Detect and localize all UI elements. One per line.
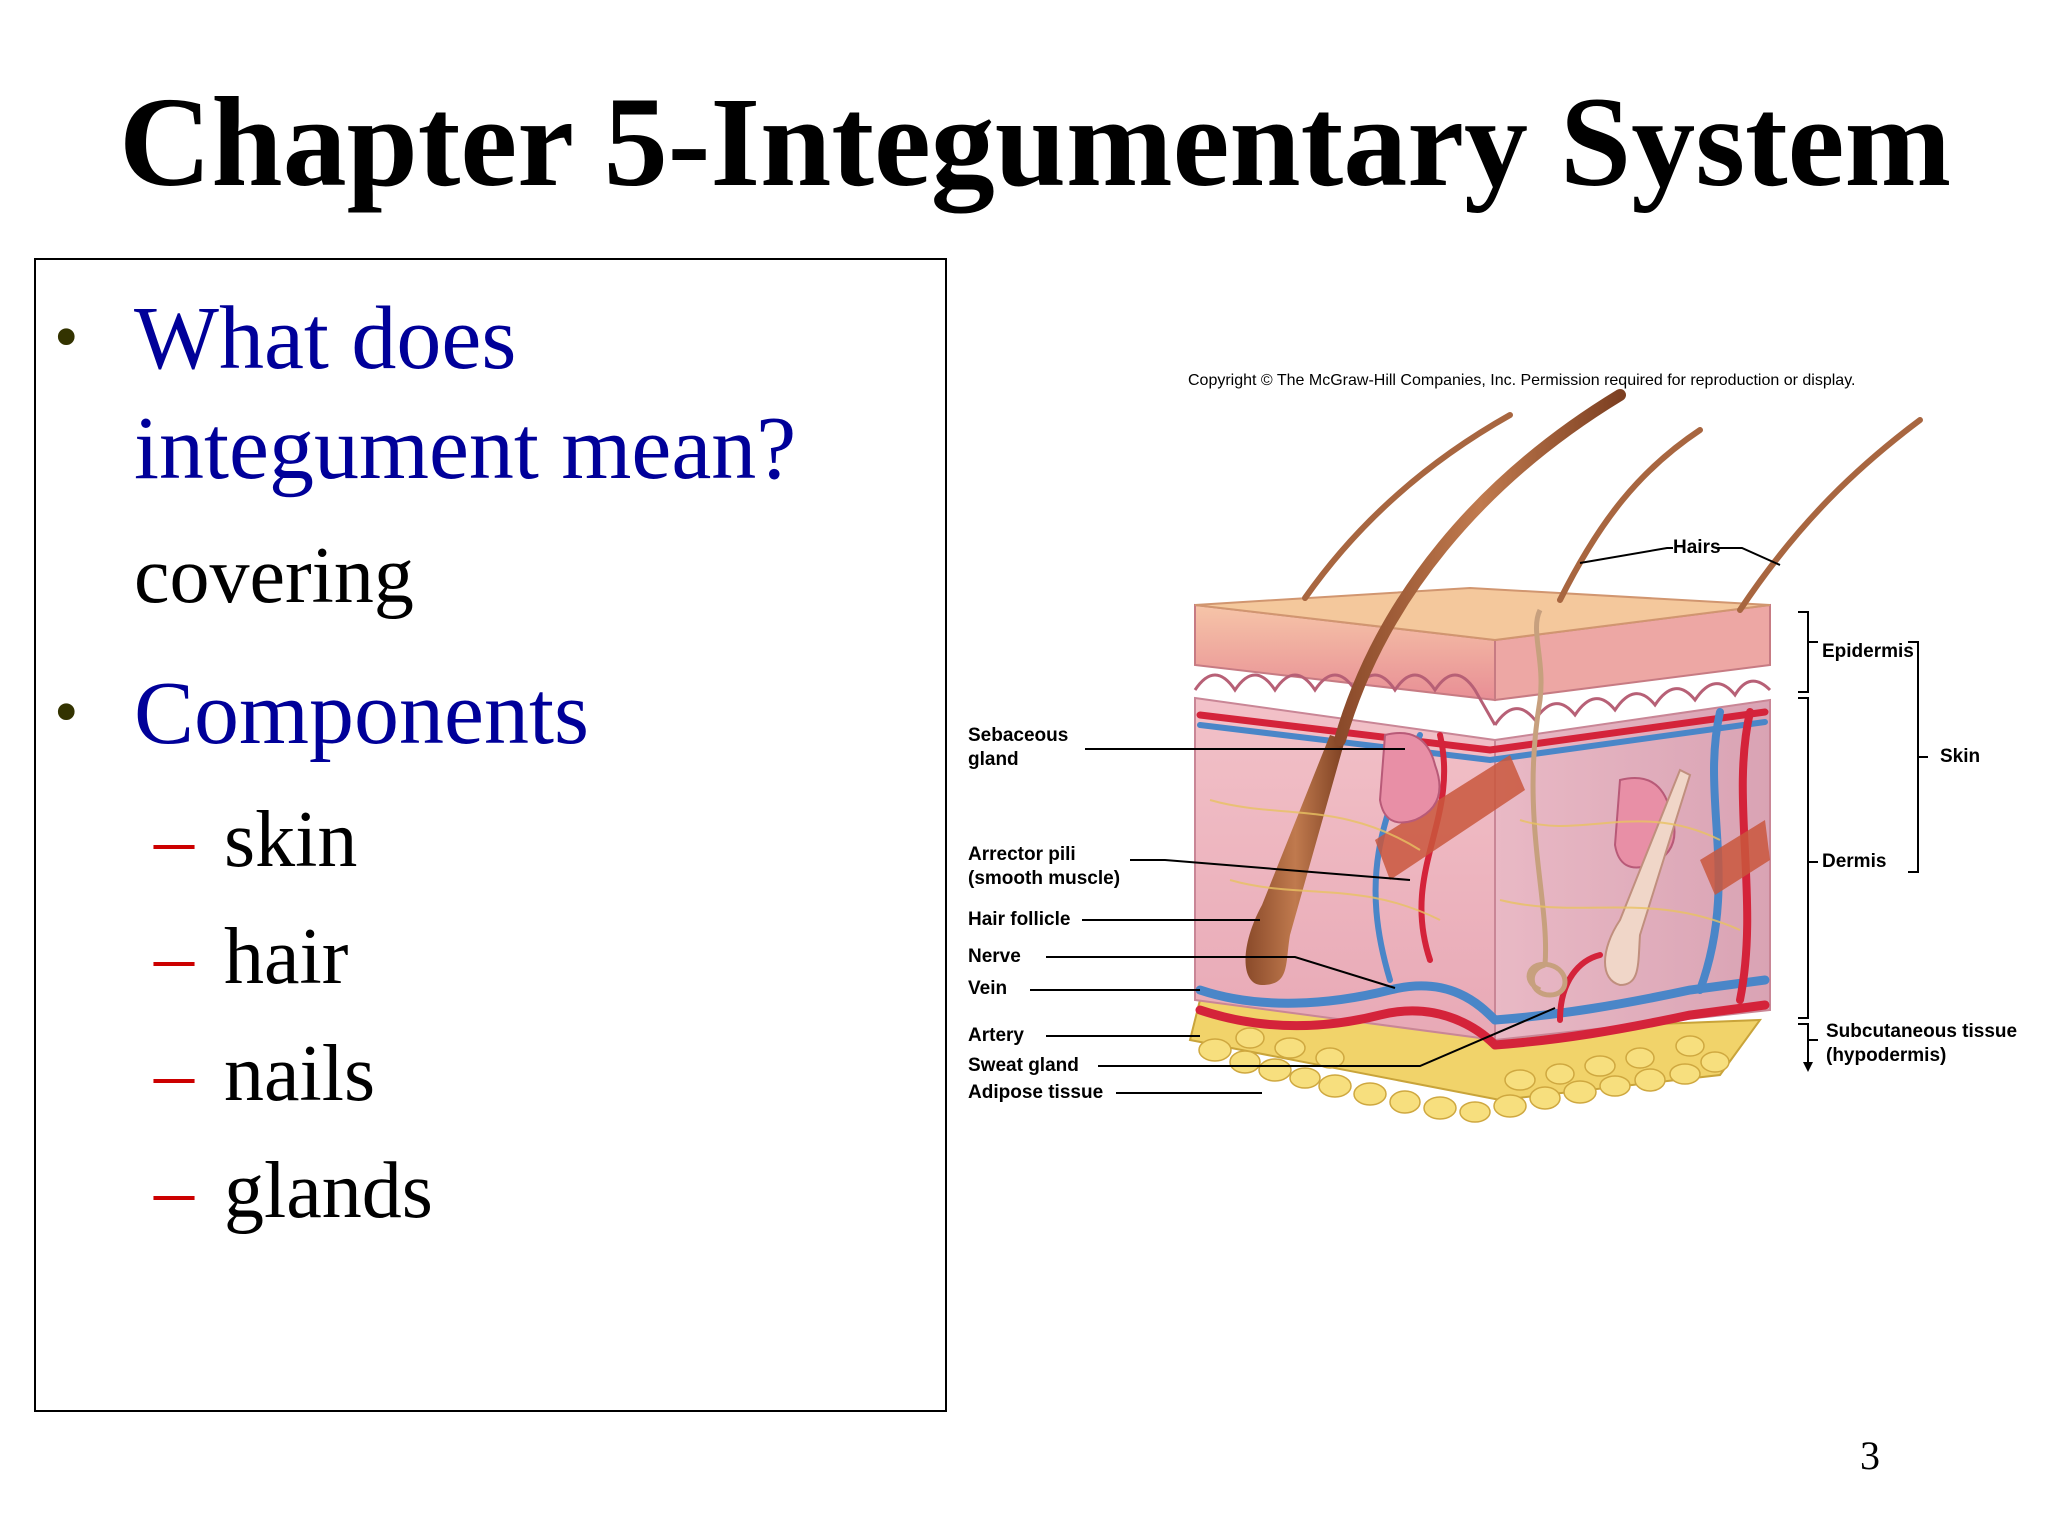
bullet-icon: • xyxy=(54,299,79,376)
label-epidermis: Epidermis xyxy=(1822,641,1914,662)
skin-diagram xyxy=(1030,389,1928,1123)
label-arrector-2: (smooth muscle) xyxy=(968,868,1121,889)
label-sebaceous-2: gland xyxy=(968,749,1019,770)
label-arrector-1: Arrector pili xyxy=(968,844,1076,865)
label-sebaceous-1: Sebaceous xyxy=(968,725,1069,746)
question-line-2: integument mean? xyxy=(134,399,797,498)
vessel-network xyxy=(1195,708,1770,1050)
label-artery: Artery xyxy=(968,1025,1024,1046)
dash-icon: – xyxy=(154,796,194,884)
page-number: 3 xyxy=(1860,1433,1880,1478)
nerve-fibers xyxy=(1209,799,1741,931)
component-item: skin xyxy=(224,796,358,884)
component-item: nails xyxy=(224,1030,376,1118)
label-nerve: Nerve xyxy=(968,946,1021,967)
question-line-1: What does xyxy=(134,289,517,388)
papillae-line xyxy=(1193,673,1497,726)
sebaceous-gland xyxy=(1378,732,1441,824)
arrector-pili-muscle xyxy=(1375,755,1525,880)
label-subcutaneous-2: (hypodermis) xyxy=(1826,1045,1947,1066)
arrow-down-icon xyxy=(1803,1062,1813,1072)
content-box: • What does integument mean? covering • … xyxy=(34,258,947,1412)
label-vein: Vein xyxy=(968,978,1008,999)
label-skin: Skin xyxy=(1940,746,1981,767)
dash-icon: – xyxy=(154,1030,194,1118)
dermis-side xyxy=(1494,698,1771,1042)
answer-text: covering xyxy=(134,532,414,620)
hairs xyxy=(1302,389,1923,746)
hair-follicle xyxy=(1245,735,1345,985)
component-item: hair xyxy=(224,913,349,1001)
label-sweat-gland: Sweat gland xyxy=(968,1055,1079,1076)
component-item: glands xyxy=(224,1147,433,1235)
label-hairs: Hairs xyxy=(1673,537,1721,558)
label-subcutaneous-1: Subcutaneous tissue xyxy=(1826,1021,2018,1042)
dash-icon: – xyxy=(154,913,194,1001)
label-adipose: Adipose tissue xyxy=(968,1082,1104,1103)
label-hair-follicle: Hair follicle xyxy=(968,909,1071,930)
leader-lines xyxy=(1030,547,1928,1094)
copyright-notice: Copyright © The McGraw-Hill Companies, I… xyxy=(1188,372,1856,389)
slide-title: Chapter 5-Integumentary System xyxy=(118,71,1952,213)
dash-icon: – xyxy=(154,1147,194,1235)
skin-surface xyxy=(1194,586,1771,642)
sweat-gland xyxy=(1526,608,1568,998)
label-dermis: Dermis xyxy=(1822,851,1887,872)
bullet-icon: • xyxy=(54,674,79,751)
components-heading: Components xyxy=(134,664,590,763)
